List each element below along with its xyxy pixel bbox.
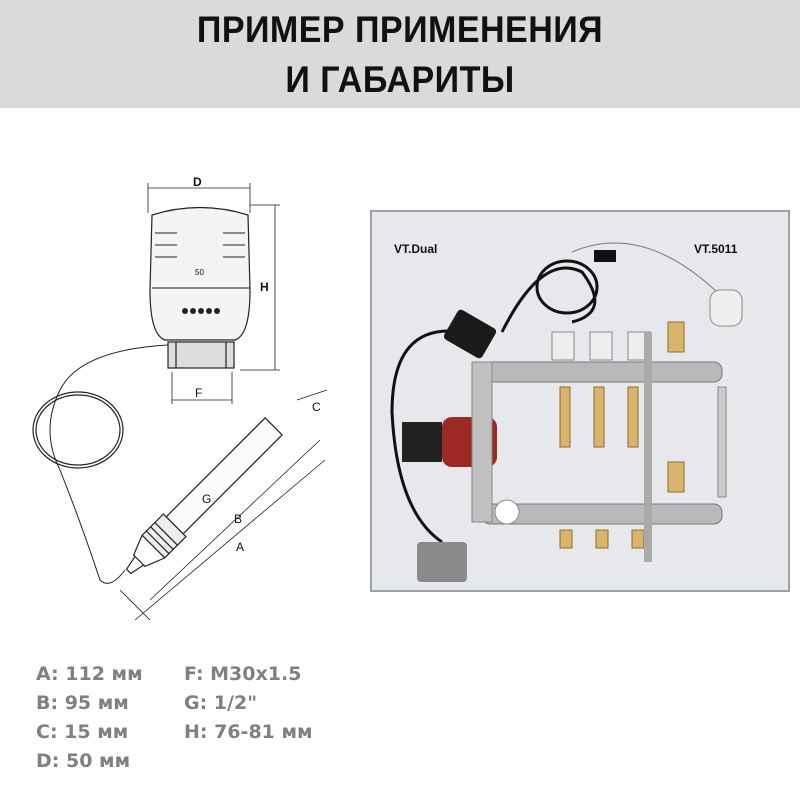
spec-g: G: 1/2" [184, 692, 258, 714]
label-a: A [236, 540, 245, 554]
label-vt-dual: VT.Dual [394, 242, 438, 256]
scale-mark: 50 [195, 268, 204, 277]
title-line-2: И ГАБАРИТЫ [285, 59, 515, 100]
label-vt-5011: VT.5011 [694, 242, 738, 256]
dimension-drawing [32, 183, 328, 620]
spec-c: C: 15 мм [36, 721, 129, 743]
spec-f: F: M30x1.5 [184, 663, 302, 685]
spec-h: H: 76-81 мм [184, 721, 313, 743]
application-photo: VT.Dual VT.5011 [370, 210, 790, 592]
spec-a: A: 112 мм [36, 663, 143, 685]
label-h: H [260, 280, 269, 294]
title-line-1: ПРИМЕР ПРИМЕНЕНИЯ [196, 9, 604, 50]
spec-d: D: 50 мм [36, 750, 131, 772]
label-c: C [312, 400, 321, 414]
spec-b: B: 95 мм [36, 692, 129, 714]
header: ПРИМЕР ПРИМЕНЕНИЯ И ГАБАРИТЫ [0, 0, 800, 108]
label-f: F [195, 386, 203, 400]
label-b: B [234, 512, 243, 526]
label-d: D [193, 175, 202, 189]
label-g: G [202, 492, 212, 506]
